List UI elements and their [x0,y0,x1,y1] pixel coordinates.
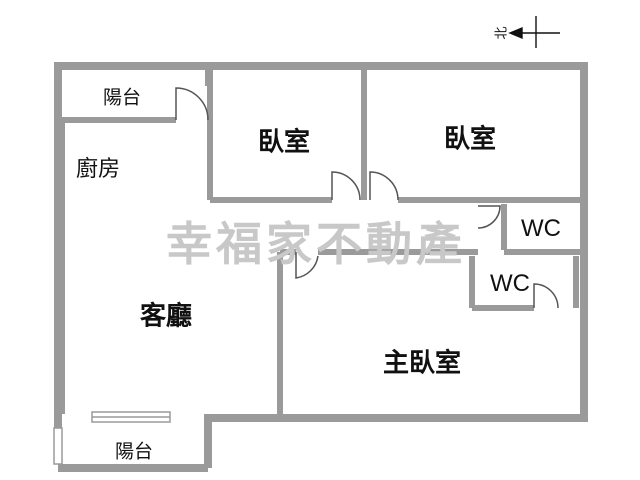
outer-walls [54,62,588,472]
wc-1-label: WC [521,215,561,242]
master-bedroom-label: 主臥室 [382,348,462,379]
kitchen-label: 廚房 [75,157,121,182]
bedroom-2-label: 臥室 [443,124,497,155]
wc-2-label: WC [490,270,530,297]
north-label: 北 [494,26,510,40]
balcony-bottom-label: 陽台 [114,440,154,463]
watermark: 幸福家不動產 [166,217,466,271]
bedroom-1-label: 臥室 [257,127,311,158]
windows [53,411,171,465]
interior-walls [59,70,580,414]
door-swings [175,87,559,309]
north-arrow-icon [508,16,560,48]
balcony-top-label: 陽台 [102,86,142,109]
living-room-label: 客廳 [139,301,193,332]
